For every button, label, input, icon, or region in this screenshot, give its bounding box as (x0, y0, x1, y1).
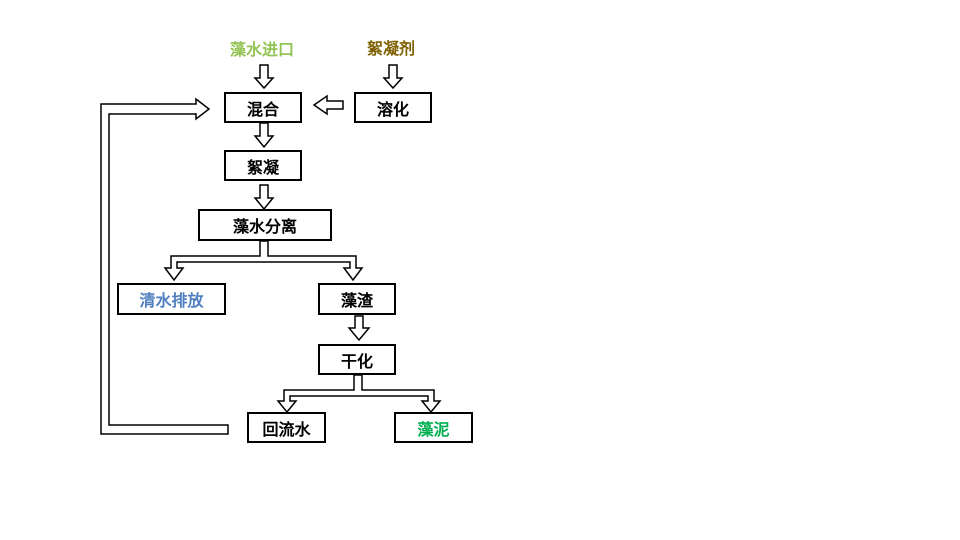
arrow-separate-branch (163, 240, 364, 282)
label-flocculant: 絮凝剂 (366, 39, 416, 58)
node-mix: 混合 (224, 92, 302, 123)
arrow-flocculant-to-dissolve (382, 64, 404, 90)
node-clear-water: 清水排放 (117, 283, 226, 315)
arrow-dissolve-to-mix (312, 94, 344, 116)
node-return-water: 回流水 (247, 412, 326, 443)
label-algae-water-inlet: 藻水进口 (229, 40, 295, 59)
node-algae-mud: 藻泥 (394, 412, 473, 443)
arrow-dry-branch (276, 374, 442, 414)
arrow-residue-to-dry (347, 315, 371, 342)
node-dry: 干化 (318, 344, 396, 375)
arrow-mix-to-flocculate (253, 122, 275, 149)
node-separate: 藻水分离 (198, 209, 332, 241)
arrow-return-loop (100, 97, 229, 435)
node-algae-residue: 藻渣 (318, 283, 396, 315)
node-flocculate: 絮凝 (224, 150, 302, 181)
arrow-flocculate-to-separate (253, 184, 275, 211)
node-dissolve: 溶化 (354, 92, 432, 123)
arrow-inlet-to-mix (253, 64, 275, 90)
